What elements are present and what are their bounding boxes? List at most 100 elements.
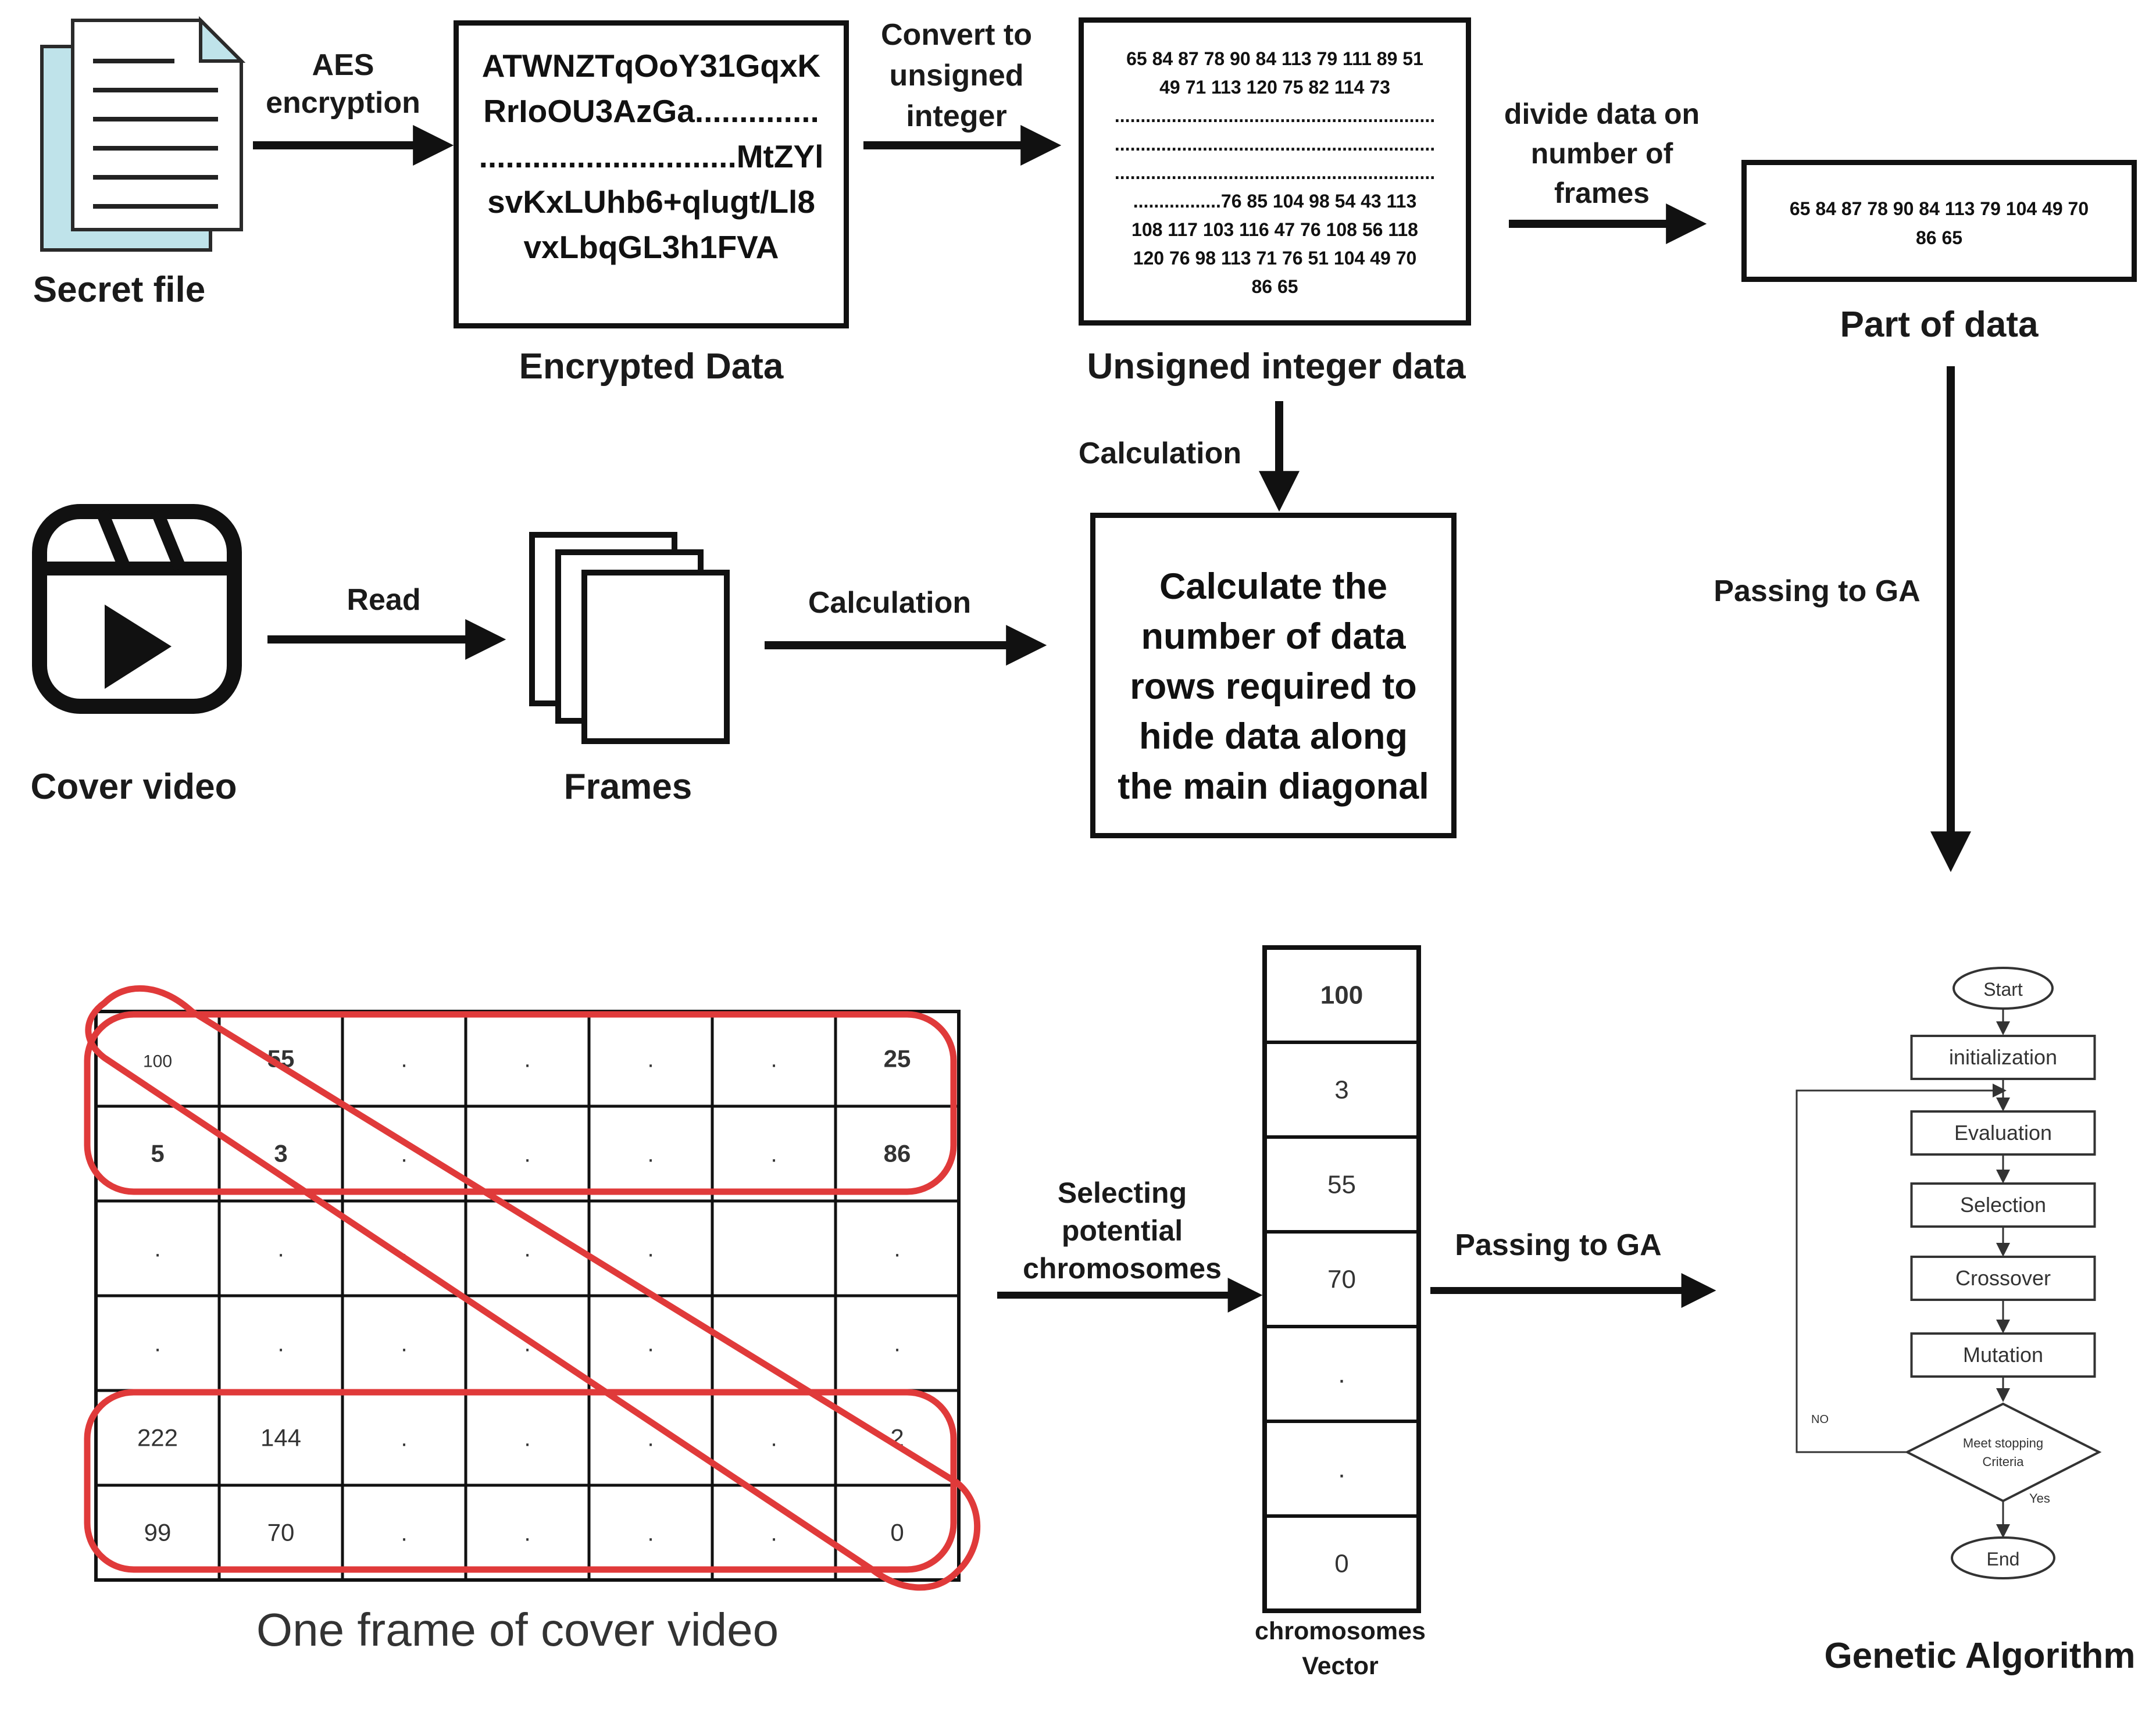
ga-decision-label-line: Meet stopping xyxy=(1963,1436,2043,1450)
grid-cell-value: . xyxy=(647,1521,654,1546)
grid-cell-value: . xyxy=(277,1236,284,1262)
grid-cell-value: . xyxy=(770,1426,777,1452)
grid-cell-value: 100 xyxy=(143,1052,172,1071)
divide-data-label: divide data on number of frames xyxy=(1504,98,1700,209)
calculation-mid-label: Calculation xyxy=(808,586,972,620)
part-of-data-box: 65 84 87 78 90 84 113 79 104 49 70 86 65 xyxy=(1741,160,2137,282)
ga-decision-node xyxy=(1904,1402,2102,1503)
grid-cell-value: . xyxy=(401,1331,407,1357)
selecting-chromosomes-label: Selecting potential chromosomes xyxy=(1023,1177,1222,1285)
grid-cell-value: . xyxy=(894,1331,900,1357)
unsigned-integer-line: 120 76 98 113 71 76 51 104 49 70 xyxy=(1133,248,1417,269)
grid-cell-value: . xyxy=(401,1236,407,1262)
ga-end-node xyxy=(1951,1536,2055,1579)
encrypted-line: .............................MtZYl xyxy=(479,138,824,174)
grid-cell-value: . xyxy=(524,1142,530,1167)
ga-no-label: NO xyxy=(1811,1413,1829,1426)
ga-step-label: Crossover xyxy=(1955,1266,2051,1290)
grid-cell-value: . xyxy=(154,1236,160,1262)
encrypted-data-box: ATWNZTqOoY31GqxK RrIoOU3AzGa.............… xyxy=(454,20,849,328)
vector-cell xyxy=(1263,1514,1420,1613)
aes-encryption-label: AES encryption xyxy=(266,48,420,120)
grid-cell-value: 144 xyxy=(260,1424,301,1452)
grid-cell-value: . xyxy=(894,1236,900,1262)
chromosomes-vector-label-2: Vector xyxy=(1302,1652,1379,1680)
vector-cell-value: 55 xyxy=(1327,1171,1356,1199)
vector-cell-value: 70 xyxy=(1327,1266,1356,1294)
grid-cell xyxy=(834,1484,961,1582)
genetic-algorithm-label: Genetic Algorithm xyxy=(1824,1636,2136,1676)
part-of-data-line: 86 65 xyxy=(1915,227,1963,248)
grid-cell-value: . xyxy=(401,1142,407,1167)
passing-to-ga-right-label: Passing to GA xyxy=(1714,574,1921,608)
unsigned-integer-line: 65 84 87 78 90 84 113 79 111 89 51 xyxy=(1126,48,1423,69)
grid-cell-value: . xyxy=(647,1142,654,1167)
grid-cell-value: . xyxy=(277,1331,284,1357)
ga-step-box xyxy=(1910,1035,2096,1080)
unsigned-integer-line: ........................................… xyxy=(1114,105,1436,126)
chromosomes-vector-label-1: chromosomes xyxy=(1255,1617,1426,1645)
grid-cell-value: . xyxy=(154,1331,160,1357)
encrypted-line: RrIoOU3AzGa.............. xyxy=(483,93,819,129)
read-label: Read xyxy=(347,583,421,617)
encrypted-line: svKxLUhb6+qlugt/Ll8 xyxy=(487,184,815,220)
passing-to-ga-bottom-label: Passing to GA xyxy=(1455,1228,1662,1262)
encrypted-line: vxLbqGL3h1FVA xyxy=(523,229,779,265)
grid-cell-value: . xyxy=(401,1426,407,1452)
unsigned-integer-label: Unsigned integer data xyxy=(1087,346,1466,387)
grid-cell-value: . xyxy=(647,1426,654,1452)
part-of-data-line: 65 84 87 78 90 84 113 79 104 49 70 xyxy=(1789,198,2089,219)
calculation-top-label: Calculation xyxy=(1078,437,1242,470)
grid-cell-value: . xyxy=(401,1521,407,1546)
calculation-box: Calculate the number of data rows requir… xyxy=(1090,513,1457,838)
ga-step-box xyxy=(1910,1332,2096,1378)
ga-step-box xyxy=(1910,1256,2096,1301)
grid-cell-value: 99 xyxy=(144,1519,172,1546)
grid-cell-value: 70 xyxy=(267,1519,295,1546)
encrypted-data-label: Encrypted Data xyxy=(519,346,784,387)
frames-label: Frames xyxy=(563,767,693,807)
grid-cell-value: . xyxy=(524,1331,530,1357)
genetic-algorithm-flowchart: StartinitializationEvaluationSelectionCr… xyxy=(1796,967,2102,1579)
encrypted-text: ATWNZTqOoY31GqxK RrIoOU3AzGa.............… xyxy=(466,43,837,270)
grid-cell-value: . xyxy=(524,1236,530,1262)
frame-caption: One frame of cover video xyxy=(256,1604,779,1656)
part-of-data-label: Part of data xyxy=(1840,305,2039,345)
secret-file-label: Secret file xyxy=(33,270,206,310)
grid-cell-value: 222 xyxy=(137,1424,178,1452)
highlight-main-diagonal xyxy=(85,985,981,1591)
video-clapper-icon xyxy=(32,504,242,714)
grid-cell-value: 5 xyxy=(151,1140,164,1167)
grid-cell-value: . xyxy=(770,1142,777,1167)
ga-step-box xyxy=(1910,1182,2096,1228)
grid-cell-value: . xyxy=(647,1236,654,1262)
document-icon xyxy=(40,16,246,252)
ga-step-label: Mutation xyxy=(1963,1343,2043,1367)
calculation-box-text: Calculate the number of data rows requir… xyxy=(1118,566,1429,807)
encrypted-line: ATWNZTqOoY31GqxK xyxy=(481,48,821,84)
unsigned-integer-line: ........................................… xyxy=(1114,162,1436,183)
grid-cell-value: 0 xyxy=(890,1519,904,1546)
grid-cell-value: . xyxy=(524,1521,530,1546)
grid-cell-value: . xyxy=(647,1047,654,1073)
grid-cell-value: . xyxy=(401,1047,407,1073)
ga-yes-label: Yes xyxy=(2029,1491,2050,1506)
grid-cell-value: 86 xyxy=(884,1140,911,1167)
vector-cell-value: . xyxy=(1338,1360,1345,1389)
unsigned-integer-line: .................76 85 104 98 54 43 113 xyxy=(1133,191,1417,212)
highlight-top-rows xyxy=(84,1011,957,1195)
grid-cell-value: . xyxy=(770,1047,777,1073)
grid-cell-value: . xyxy=(524,1426,530,1452)
grid-cell-value: . xyxy=(524,1047,530,1073)
cover-video-label: Cover video xyxy=(30,767,237,807)
unsigned-integer-line: 86 65 xyxy=(1251,276,1298,297)
ga-end-label: End xyxy=(1987,1549,2020,1570)
part-of-data-text: 65 84 87 78 90 84 113 79 104 49 70 86 65 xyxy=(1752,194,2126,252)
grid-cell-value: 3 xyxy=(274,1140,287,1167)
vector-cell-value: 3 xyxy=(1334,1076,1348,1104)
